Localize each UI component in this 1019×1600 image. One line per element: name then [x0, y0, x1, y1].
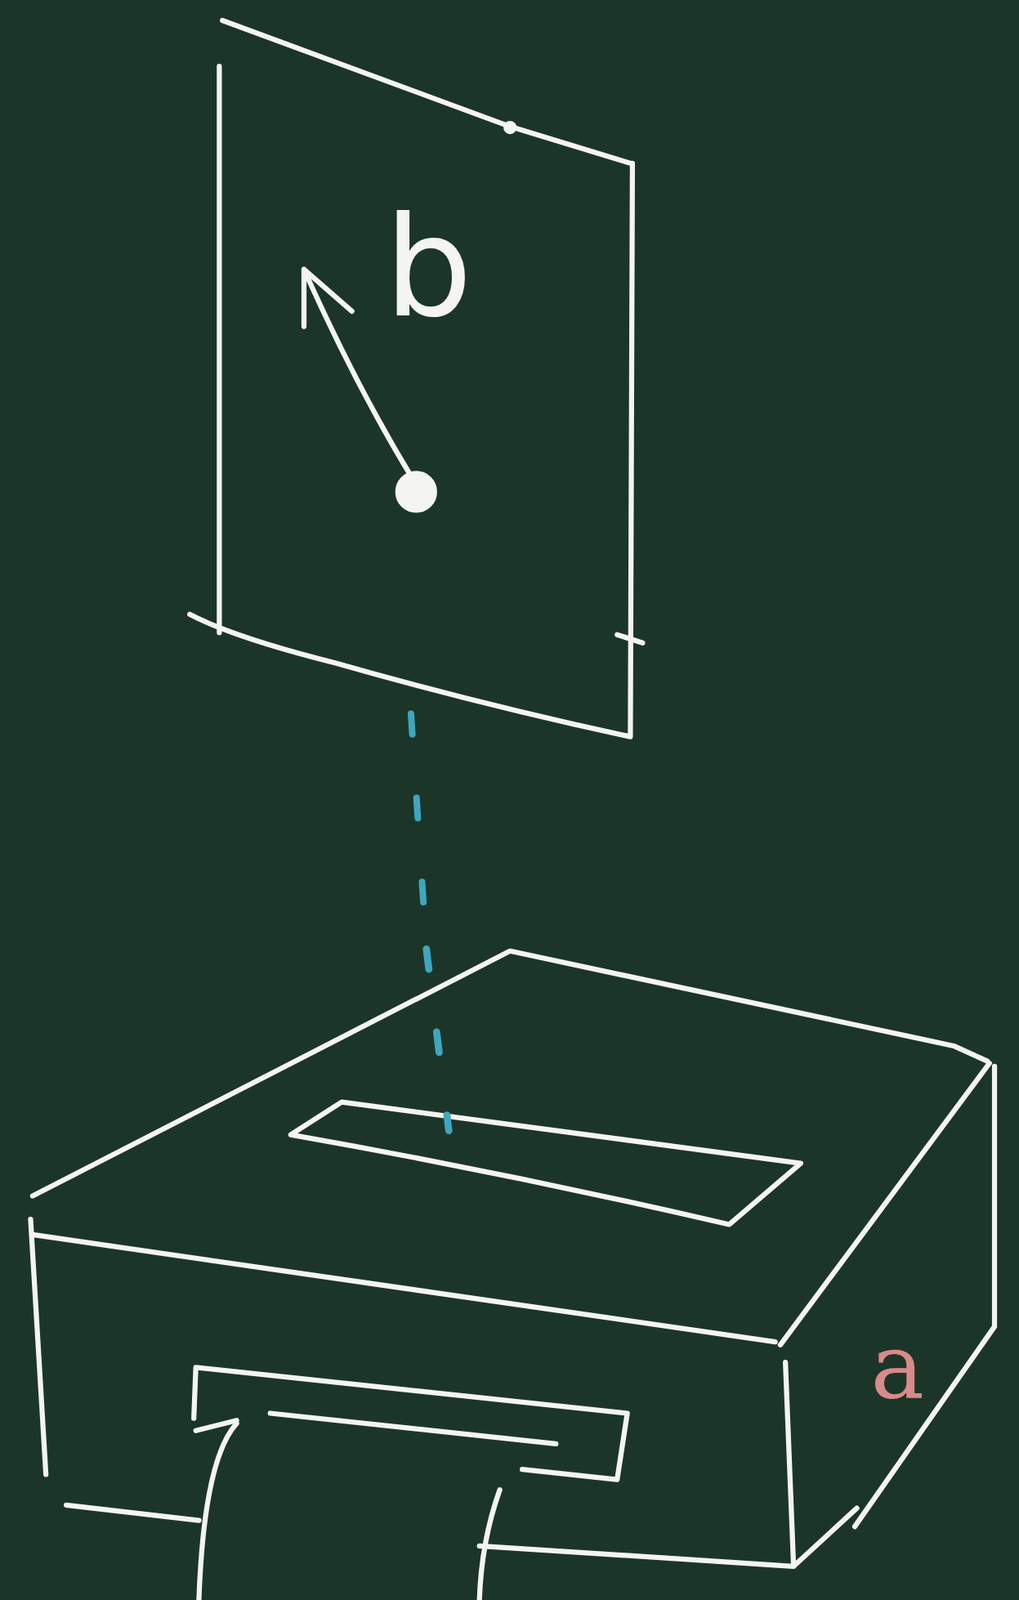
dashed-connector — [411, 714, 427, 948]
part-label: b — [384, 197, 473, 337]
dashed-projection — [426, 948, 449, 1131]
plane-outline — [189, 20, 643, 738]
top-slot — [290, 1102, 801, 1225]
device-box: a — [25, 946, 1005, 1597]
device-front-face — [30, 1066, 995, 1567]
part-label: a — [870, 1321, 925, 1412]
plane-dot — [505, 123, 514, 132]
plane-region: b — [188, 15, 638, 715]
point-dot — [397, 473, 435, 510]
paper-sheet — [198, 1423, 500, 1600]
device-top-face — [32, 951, 990, 1346]
front-slot — [193, 1367, 628, 1480]
